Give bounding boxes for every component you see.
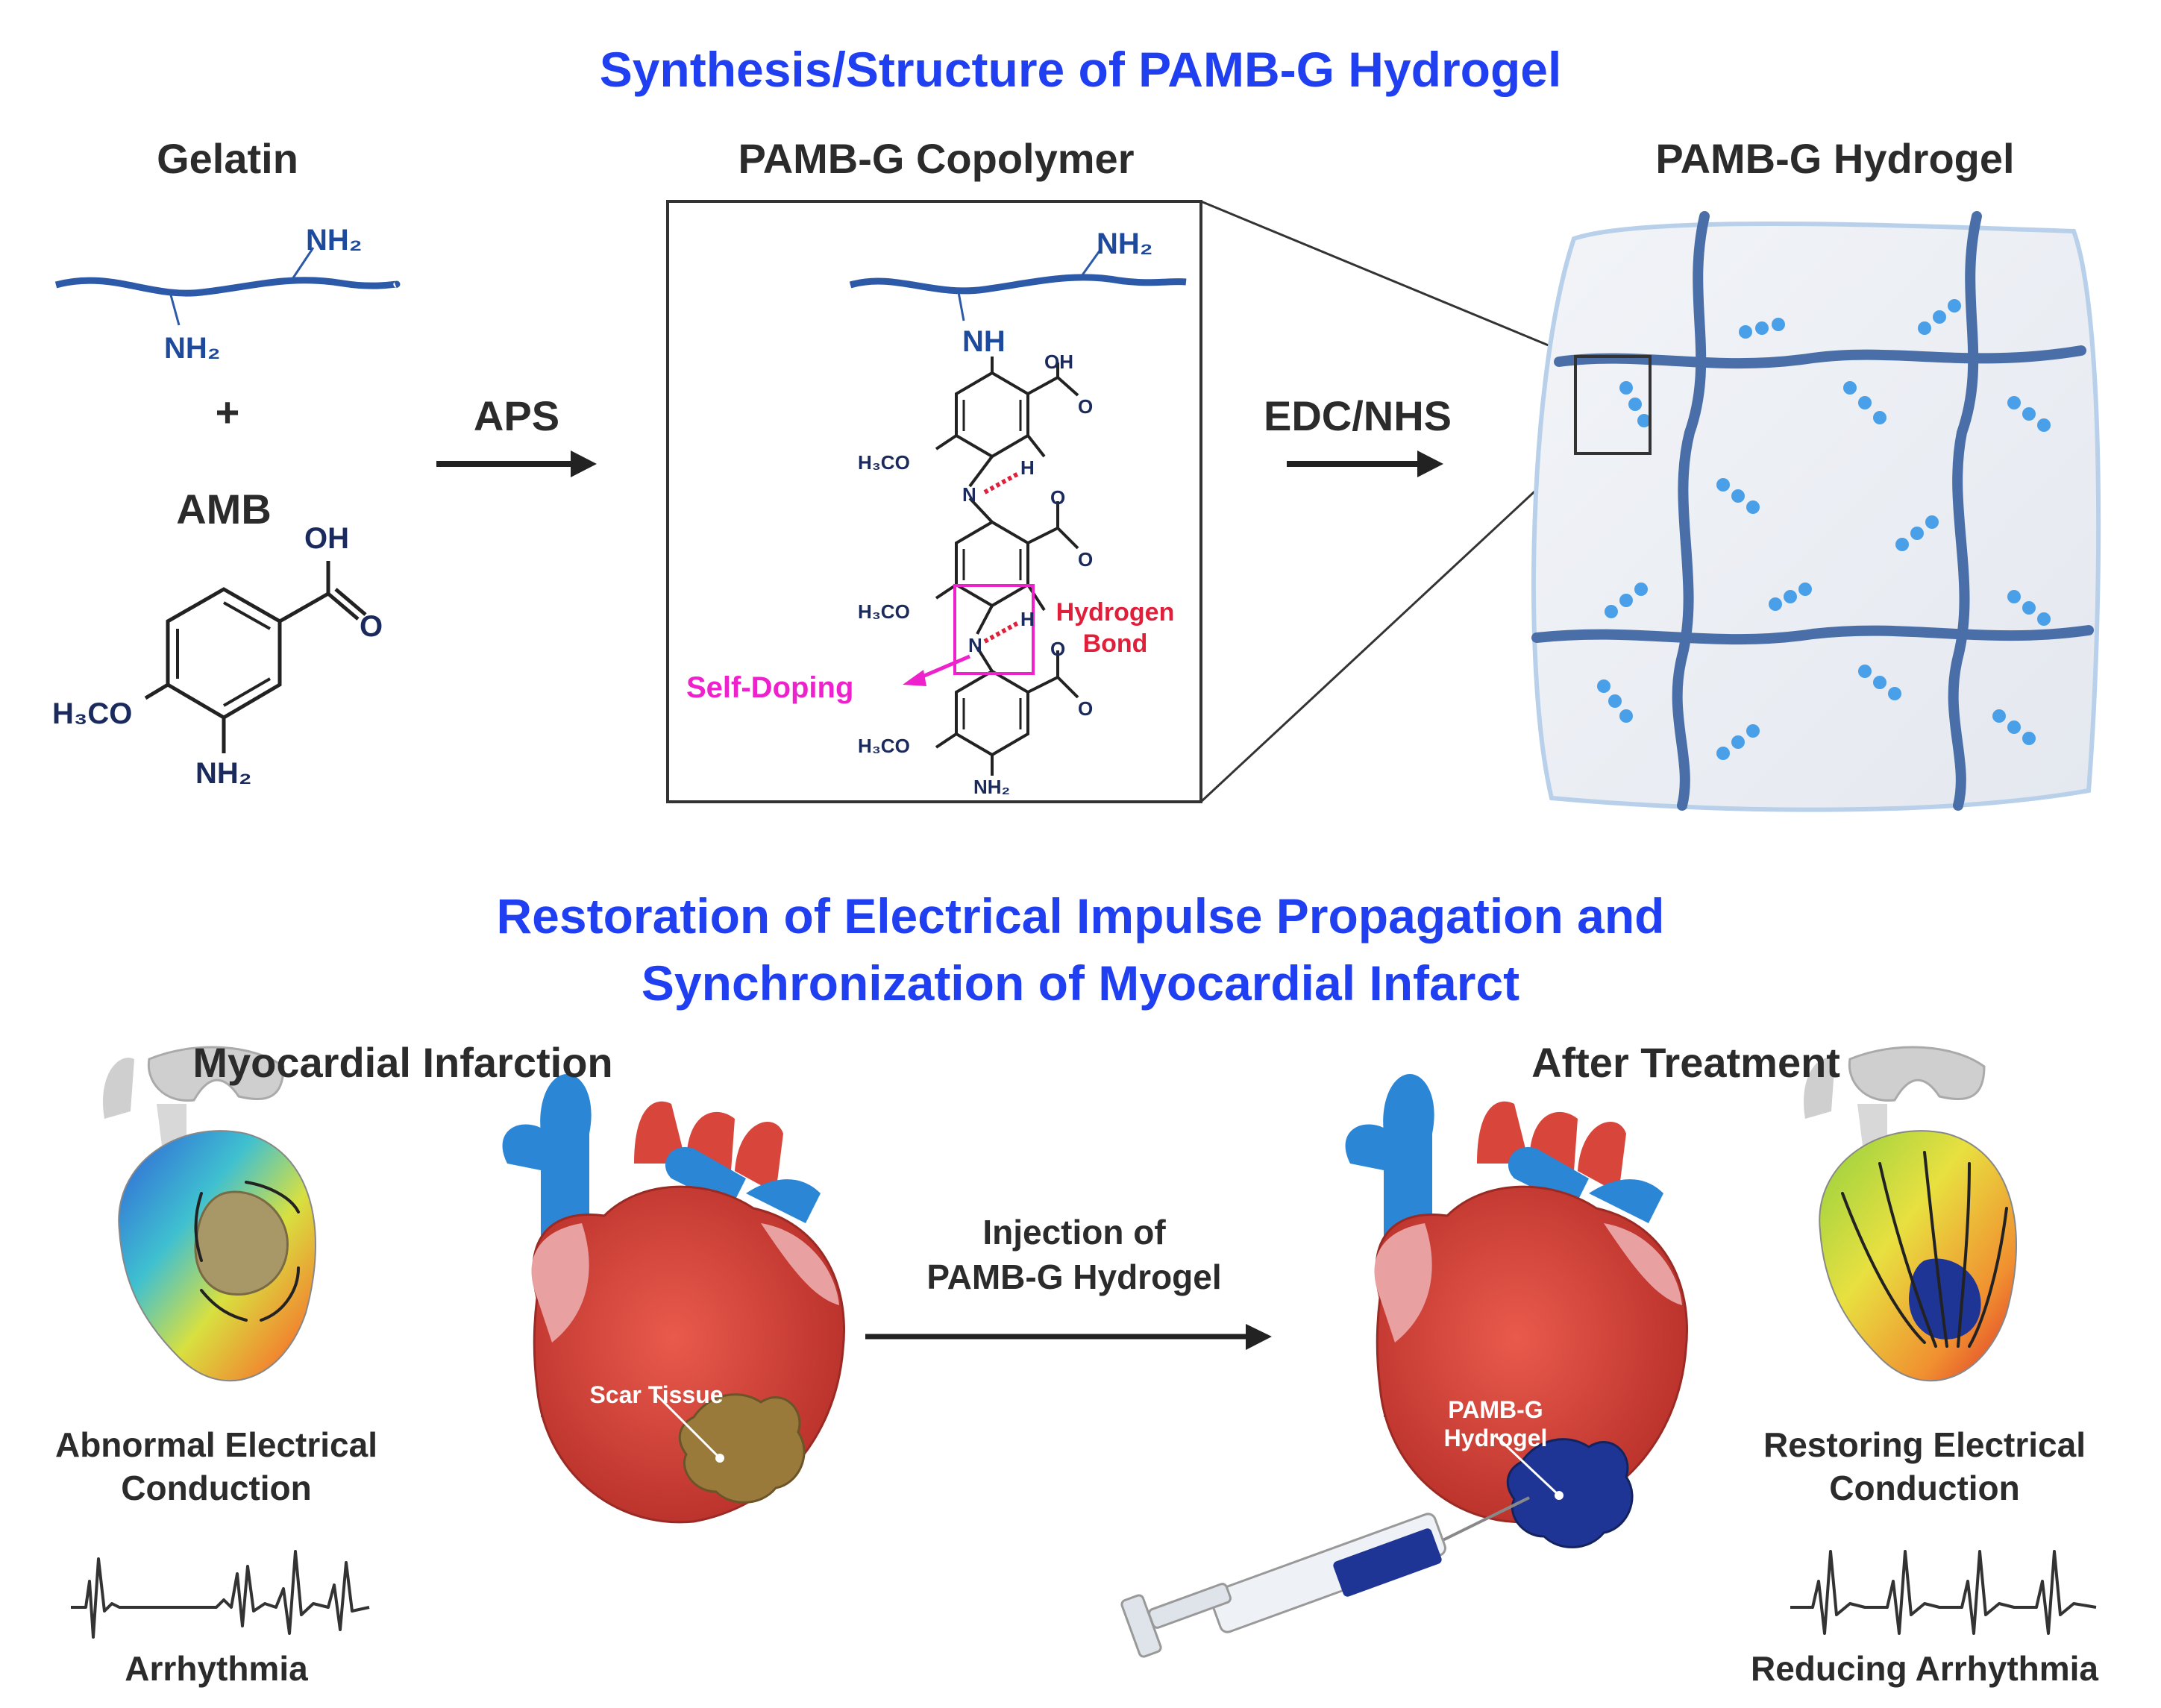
copolymer-h3co-1: H₃CO — [858, 451, 910, 474]
plus-sign: + — [215, 389, 240, 436]
gelatin-chain — [54, 247, 401, 326]
injection-line1: Injection of — [982, 1213, 1166, 1252]
normal-ecg — [1790, 1550, 2097, 1635]
reducing-arrhythmia-label: Reducing Arrhythmia — [1750, 1649, 2099, 1688]
self-doping-label: Self-Doping — [686, 671, 854, 704]
copolymer-nh: NH — [962, 325, 1006, 358]
copolymer-label: PAMB-G Copolymer — [738, 135, 1135, 182]
scar-tissue-label: Scar Tissue — [589, 1381, 724, 1408]
aps-arrow — [436, 450, 597, 477]
injection-line2: PAMB-G Hydrogel — [926, 1258, 1222, 1296]
arrhythmia-ecg — [71, 1550, 370, 1639]
copolymer-h-1: H — [1020, 456, 1035, 479]
gelatin-nh2-top: NH₂ — [306, 224, 363, 257]
copolymer-o-4: O — [1050, 638, 1066, 660]
hydrogel-network — [1531, 211, 2101, 812]
copolymer-box — [666, 200, 1202, 803]
copolymer-nh2-end: NH₂ — [973, 776, 1011, 798]
aps-label: APS — [473, 392, 560, 439]
pambg-hydrogel-in-heart-line1: PAMB-G — [1448, 1396, 1543, 1423]
hydrogen-bond-label: Hydrogen Bond — [1056, 598, 1175, 658]
edc-arrow — [1287, 450, 1443, 477]
amb-o: O — [360, 610, 383, 643]
copolymer-o-3: O — [1078, 548, 1094, 571]
edc-nhs-label: EDC/NHS — [1263, 392, 1452, 439]
abnormal-activation-map — [103, 1046, 316, 1382]
copolymer-h-2: H — [1020, 608, 1035, 630]
syringe — [1120, 1496, 1530, 1658]
gelatin-nh2-bottom: NH₂ — [164, 332, 221, 365]
hydrogel-label: PAMB-G Hydrogel — [1655, 135, 2015, 182]
arrhythmia-label: Arrhythmia — [125, 1649, 308, 1688]
copolymer-n-1: N — [962, 483, 976, 506]
amb-nh2: NH₂ — [195, 757, 252, 790]
abnormal-conduction-line2: Conduction — [121, 1469, 312, 1507]
abnormal-conduction-line1: Abnormal Electrical — [54, 1425, 378, 1464]
heart-with-scar — [502, 1074, 845, 1524]
copolymer-o-5: O — [1078, 697, 1094, 720]
gelatin-label: Gelatin — [157, 135, 298, 182]
copolymer-structure — [849, 249, 1187, 776]
after-treatment-heading: After Treatment — [1531, 1039, 1840, 1086]
restored-activation-map — [1804, 1046, 2017, 1382]
heart-with-hydrogel — [1345, 1074, 1688, 1548]
restoring-conduction-line1: Restoring Electrical — [1763, 1425, 2086, 1464]
copolymer-nh2: NH₂ — [1097, 227, 1153, 260]
injection-arrow — [865, 1324, 1272, 1350]
restoration-title-line2: Synchronization of Myocardial Infarct — [641, 955, 1520, 1011]
pambg-hydrogel-in-heart-line2: Hydrogel — [1443, 1425, 1548, 1451]
amb-label: AMB — [176, 486, 272, 533]
copolymer-o-1: O — [1078, 395, 1094, 418]
copolymer-h3co-2: H₃CO — [858, 600, 910, 623]
mi-heading: Myocardial Infarction — [192, 1039, 613, 1086]
copolymer-oh: OH — [1044, 351, 1073, 373]
synthesis-title: Synthesis/Structure of PAMB-G Hydrogel — [599, 42, 1562, 97]
amb-oh: OH — [304, 522, 349, 555]
amb-molecule — [144, 561, 367, 753]
copolymer-n-2: N — [968, 634, 982, 656]
copolymer-o-2: O — [1050, 486, 1066, 509]
zoom-line-bottom — [1199, 452, 1577, 803]
restoring-conduction-line2: Conduction — [1829, 1469, 2020, 1507]
zoom-line-top — [1200, 200, 1576, 358]
restoration-title-line1: Restoration of Electrical Impulse Propag… — [496, 888, 1665, 944]
amb-h3co: H₃CO — [52, 697, 133, 730]
copolymer-h3co-3: H₃CO — [858, 735, 910, 757]
